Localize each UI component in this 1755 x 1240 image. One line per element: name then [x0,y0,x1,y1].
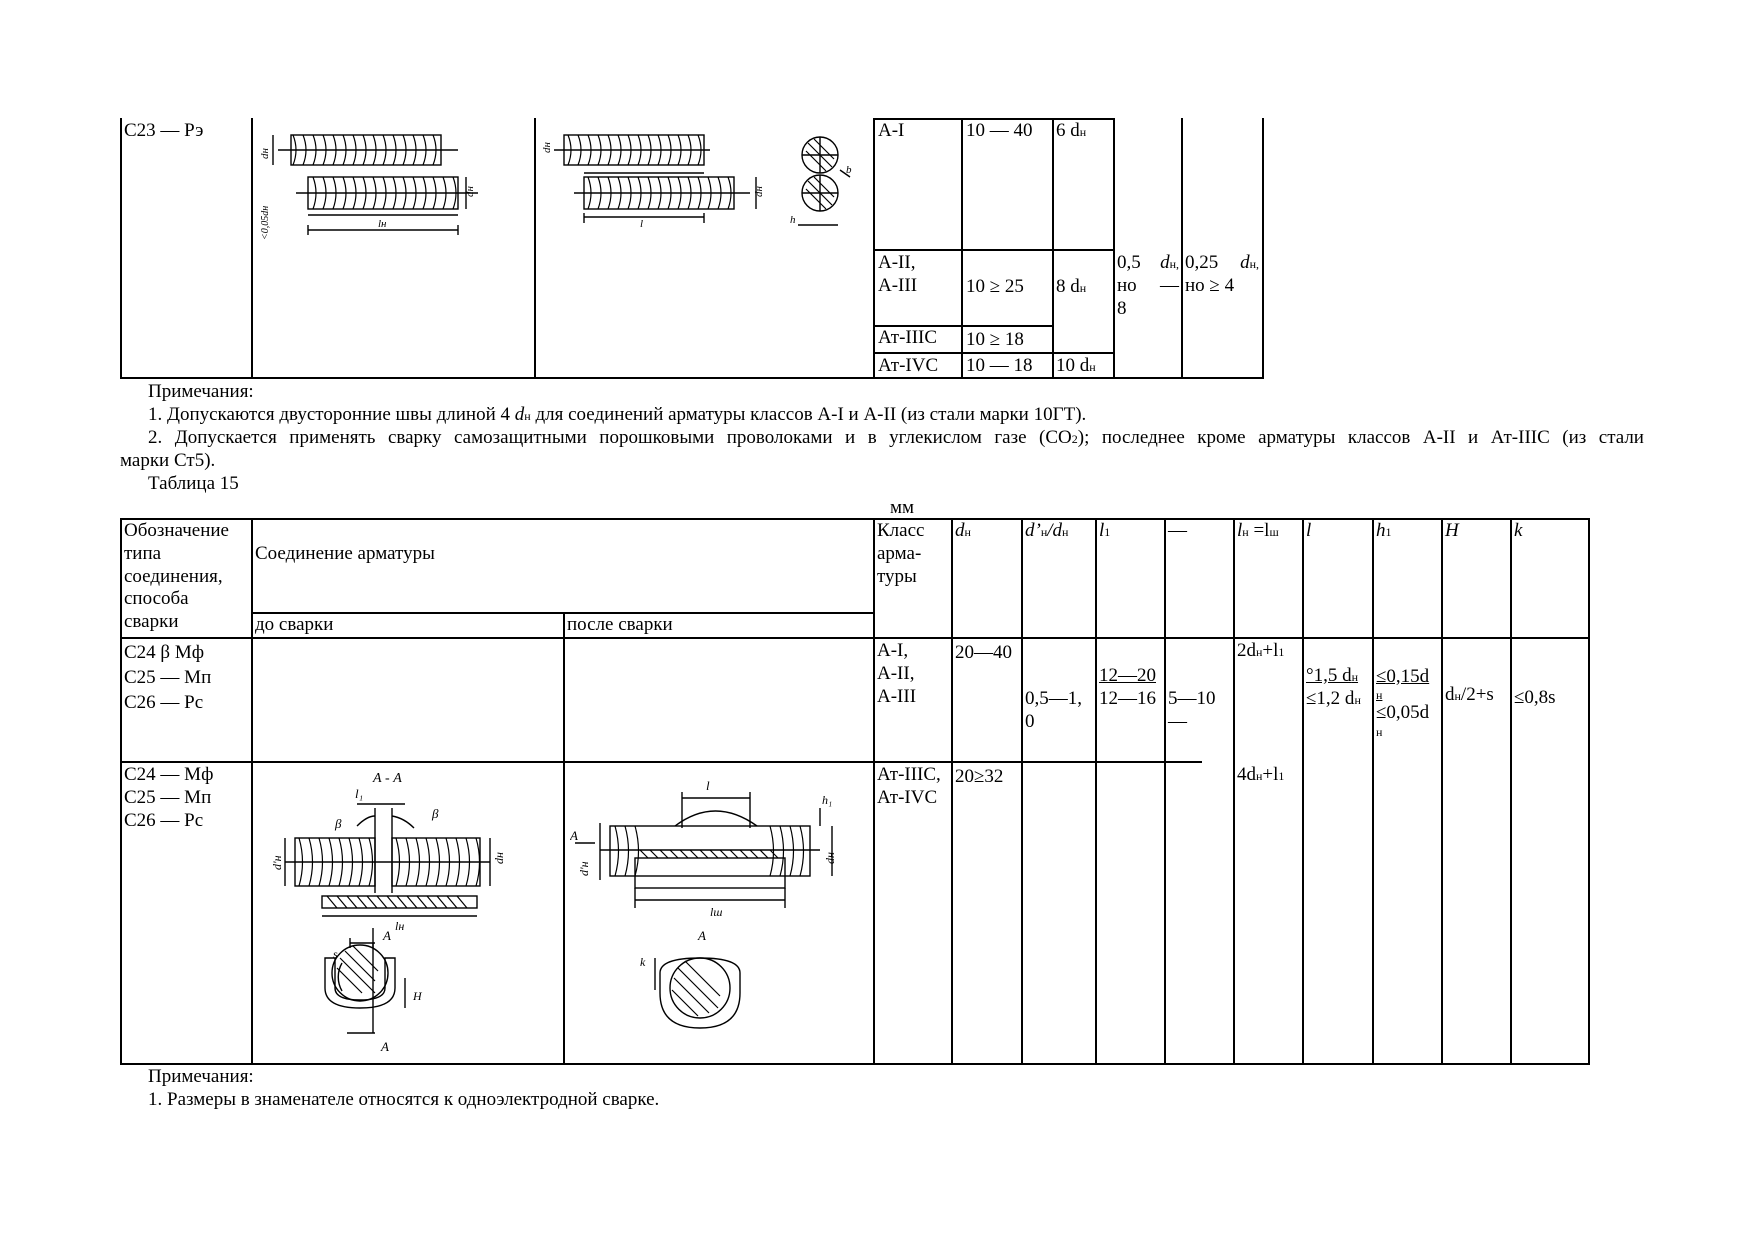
ratio-value: 0,5—1,0 [1025,688,1082,732]
header-ratio: d’н/dн [1025,520,1069,541]
top-class-r4: Ат-IVС [878,355,939,376]
k-dim-label: k [640,955,646,969]
top-gap-label: <0,05dн [260,206,271,240]
header-H: H [1445,520,1459,541]
l-value: °1,5 dн ≤1,2 dн [1306,665,1361,709]
header-after: после сварки [567,614,673,635]
table15-label: Таблица 15 [148,473,239,494]
header-before: до сварки [255,614,334,635]
top-ln-label: lн [378,218,387,230]
row1-class: А-I,А-II,А-III [877,640,917,707]
section-a-top-label: А [382,928,391,943]
top-before-drawing: dн <0,05dн dн lн [259,134,478,240]
header-dn: dн [955,520,971,541]
top-dn-label: dн [259,148,271,160]
top-len-r4: 10 dн [1056,355,1096,376]
section-a-bottom-label: А [380,1039,389,1054]
notes2-item-1: 1. Размеры в знаменателе относятся к одн… [148,1089,660,1110]
dn-prime-label: d'н [270,855,284,870]
ln-label: lн [395,919,404,933]
row1-dn: 20—40 [955,642,1012,663]
top-len-r1: 6 dн [1056,120,1087,141]
after-welding-drawing: l h₁ А d'н dн lш [570,778,837,1029]
beta-left-label: β [334,816,342,831]
notes2-heading: Примечания: [148,1066,254,1087]
top-type-label: С23 — Рэ [124,120,204,141]
top-class-r3: Ат-IIIС [878,327,938,348]
beta-right-label: β [431,806,439,821]
row2-ln: 4dн+l1 [1237,764,1285,785]
header-dash: — [1168,520,1187,541]
top-len-r2: 8 dн [1056,276,1087,297]
header-ln: lн =lш [1237,520,1279,541]
dn-label: dн [492,852,506,864]
dash-value: 5—10— [1168,688,1216,732]
after-section-a-label: А [697,928,706,943]
top-diam-r2: 10 ≥ 25 [966,276,1024,297]
notes1-item-2-cont: марки Ст5). [120,450,216,471]
top-diam-r1: 10 — 40 [966,120,1033,141]
row2-class: Ат-IIIС,Ат-IVС [877,764,941,808]
notes1-item-1: 1. Допускаются двусторонние швы длиной 4… [148,404,1087,425]
s-label: s [333,947,338,961]
k-value: ≤0,8s [1514,687,1556,708]
h1-value: ≤0,15d н ≤0,05d н [1376,666,1430,739]
units-label: мм [890,497,915,518]
row1-ln: 2dн+l1 [1237,640,1285,661]
before-welding-drawing: А - А l₁ β β [270,771,506,1054]
lsh-label: lш [710,905,722,919]
top-diam-r3: 10 ≥ 18 [966,329,1024,350]
header-h1: h1 [1376,520,1392,541]
l-dim-label: l [706,778,710,793]
l1-dim-label: l₁ [355,786,363,801]
top-after-h-label: h [790,214,796,226]
top-after-drawing: dн l dн b h [541,134,852,230]
header-k: k [1514,520,1523,541]
row2-dn: 20≥32 [955,766,1004,787]
section-a-marker-label: А [570,828,578,843]
top-dn-label-2: dн [464,186,476,198]
h1-dim-label: h₁ [822,793,832,807]
top-after-dn-label-2: dн [753,186,765,198]
after-dn-label: dн [823,852,837,864]
top-class-r2: А-II,А-III [878,252,918,296]
H-value: dн/2+s [1445,684,1494,705]
top-after-b-label: b [846,164,852,176]
header-l: l [1306,520,1312,541]
section-aa-label: А - А [372,771,402,786]
after-dn-prime-label: d'н [577,861,591,876]
notes1-heading: Примечания: [148,381,254,402]
notes1-item-2: 2. Допускается применять сварку самозащи… [148,427,1644,448]
header-l1: l1 [1099,520,1111,541]
H-dim-label: H [412,989,423,1003]
header-connection: Соединение арматуры [255,543,435,564]
top-diam-r4: 10 — 18 [966,355,1033,376]
top-class-r1: А-I [878,120,905,141]
top-after-dn-label: dн [541,142,553,154]
top-after-l-label: l [640,218,643,230]
